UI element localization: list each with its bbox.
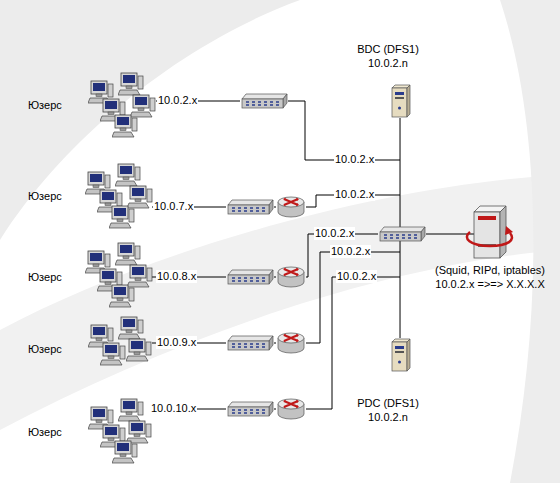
- node-text: 10.0.2.n: [368, 410, 408, 424]
- computer-icon: [126, 421, 151, 443]
- gateway-server: [467, 206, 513, 258]
- subnet-label: 10.0.2.x: [334, 153, 375, 166]
- subnet-label: 10.0.2.x: [336, 270, 377, 283]
- user-group: Юзерс: [28, 316, 152, 382]
- router-icon: [278, 399, 304, 419]
- server-stripe: [478, 216, 496, 220]
- switch-icon: [228, 200, 273, 214]
- server-icon: [392, 339, 410, 371]
- subnet-label: 10.0.9.x: [156, 336, 197, 349]
- computer-icon: [112, 115, 137, 137]
- node-text: (Squid, RIPd, iptables): [435, 263, 545, 277]
- wires: [152, 101, 474, 409]
- node-text: Юзерс: [28, 425, 62, 439]
- computer-icon: [115, 164, 140, 186]
- node-text: BDC (DFS1): [357, 42, 419, 56]
- wire: [288, 101, 400, 160]
- user-group: Юзерс: [28, 72, 156, 138]
- computer-icon: [115, 243, 140, 265]
- background-swoosh: [0, 175, 560, 430]
- server-icon: [392, 85, 410, 117]
- server-side: [500, 206, 506, 258]
- user-computers: [85, 73, 155, 463]
- switch-icon: [228, 270, 273, 284]
- computer-icon: [126, 339, 151, 361]
- computer-icon: [130, 95, 155, 117]
- server-node: (Squid, RIPd, iptables)10.0.2.x =>=> X.X…: [420, 205, 560, 291]
- router-icon: [278, 197, 304, 217]
- subnet-label: 10.0.2.x: [330, 245, 371, 258]
- subnet-label: 10.0.7.x: [153, 200, 194, 213]
- wire: [306, 277, 400, 409]
- subnet-label: 10.0.2.x: [157, 94, 198, 107]
- user-group: Юзерс: [28, 398, 152, 466]
- node-text: 10.0.2.x =>=> X.X.X.X: [435, 277, 544, 291]
- switch-icon: [242, 94, 287, 108]
- node-text: PDC (DFS1): [357, 396, 419, 410]
- computer-icon: [109, 285, 134, 307]
- computer-icon: [118, 73, 143, 95]
- node-text: Юзерс: [28, 189, 62, 203]
- node-text: Юзерс: [28, 270, 62, 284]
- core-switch-icon: [380, 227, 425, 241]
- server-ring-arrow: [505, 226, 513, 235]
- computer-icon: [109, 206, 134, 228]
- server-front: [474, 212, 500, 258]
- node-text: Юзерс: [28, 342, 62, 356]
- router-icon: [278, 267, 304, 287]
- subnet-label: 10.0.2.x: [334, 188, 375, 201]
- wire: [306, 252, 400, 343]
- router-icon: [278, 333, 304, 353]
- computer-icon: [127, 265, 152, 287]
- user-group: Юзерс: [28, 163, 152, 229]
- subnet-label: 10.0.8.x: [156, 270, 197, 283]
- node-text: 10.0.2.n: [368, 56, 408, 70]
- subnet-label: 10.0.10.x: [150, 402, 197, 415]
- background-swoosh: [0, 0, 300, 240]
- server-node: BDC (DFS1)10.0.2.n: [352, 42, 424, 118]
- computer-icon: [127, 186, 152, 208]
- computer-icon: [118, 399, 143, 421]
- subnet-label: 10.0.2.x: [314, 227, 355, 240]
- network-devices: [228, 85, 425, 419]
- computer-icon: [118, 317, 143, 339]
- server-node: PDC (DFS1)10.0.2.n: [352, 338, 424, 424]
- computer-icon: [100, 343, 125, 365]
- switch-icon: [228, 402, 273, 416]
- user-group: Юзерс: [28, 244, 152, 310]
- node-text: Юзерс: [28, 98, 62, 112]
- switch-icon: [228, 336, 273, 350]
- computer-icon: [112, 441, 137, 463]
